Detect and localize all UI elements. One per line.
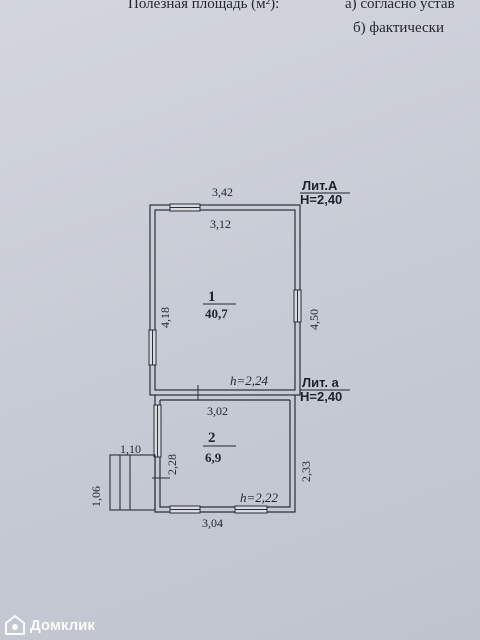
usable-area-by-statute: а) согласно устав (345, 0, 455, 12)
dim-right-outer: 4,50 (307, 309, 321, 330)
room-1-number: 1 (208, 289, 216, 305)
dim-left-room-1: 4,18 (158, 307, 172, 328)
usable-area-actual: б) фактически (353, 20, 444, 36)
lit-annex-height: H=2,40 (300, 389, 342, 404)
room-1-ceiling-height: h=2,24 (230, 373, 269, 388)
room-2-ceiling-height: h=2,22 (240, 490, 279, 505)
lit-a-title: Лит.А (302, 178, 338, 193)
room-1-walls (149, 204, 301, 396)
lit-annex-title: Лит. а (302, 375, 340, 390)
dim-room-1-bottom: 3,02 (207, 404, 228, 418)
usable-area-label: Полезная площадь (м²): (128, 0, 280, 12)
room-2-windows (153, 404, 268, 514)
lit-a-height: H=2,40 (300, 192, 342, 207)
dim-porch-width: 1,10 (120, 442, 141, 456)
room-1-area: 40,7 (205, 306, 228, 321)
dim-top-inner: 3,12 (210, 217, 231, 231)
room-2-number: 2 (208, 430, 216, 446)
porch (109, 454, 156, 511)
dim-room-2-left: 2,28 (165, 454, 179, 475)
domclick-logo-icon (5, 615, 25, 635)
watermark-text: Домклик (30, 616, 95, 634)
dim-bottom-outer: 3,04 (202, 516, 223, 530)
dim-top-outer: 3,42 (212, 185, 233, 199)
room-1-windows (148, 203, 302, 366)
lit-a-annex-label: Лит. а H=2,40 (300, 375, 350, 404)
lit-a-label: Лит.А H=2,40 (300, 178, 350, 207)
dim-room-2-right: 2,33 (299, 461, 313, 482)
domclick-watermark: Домклик (4, 614, 95, 636)
room-2-area: 6,9 (205, 450, 222, 465)
dim-porch-depth: 1,06 (89, 486, 103, 507)
